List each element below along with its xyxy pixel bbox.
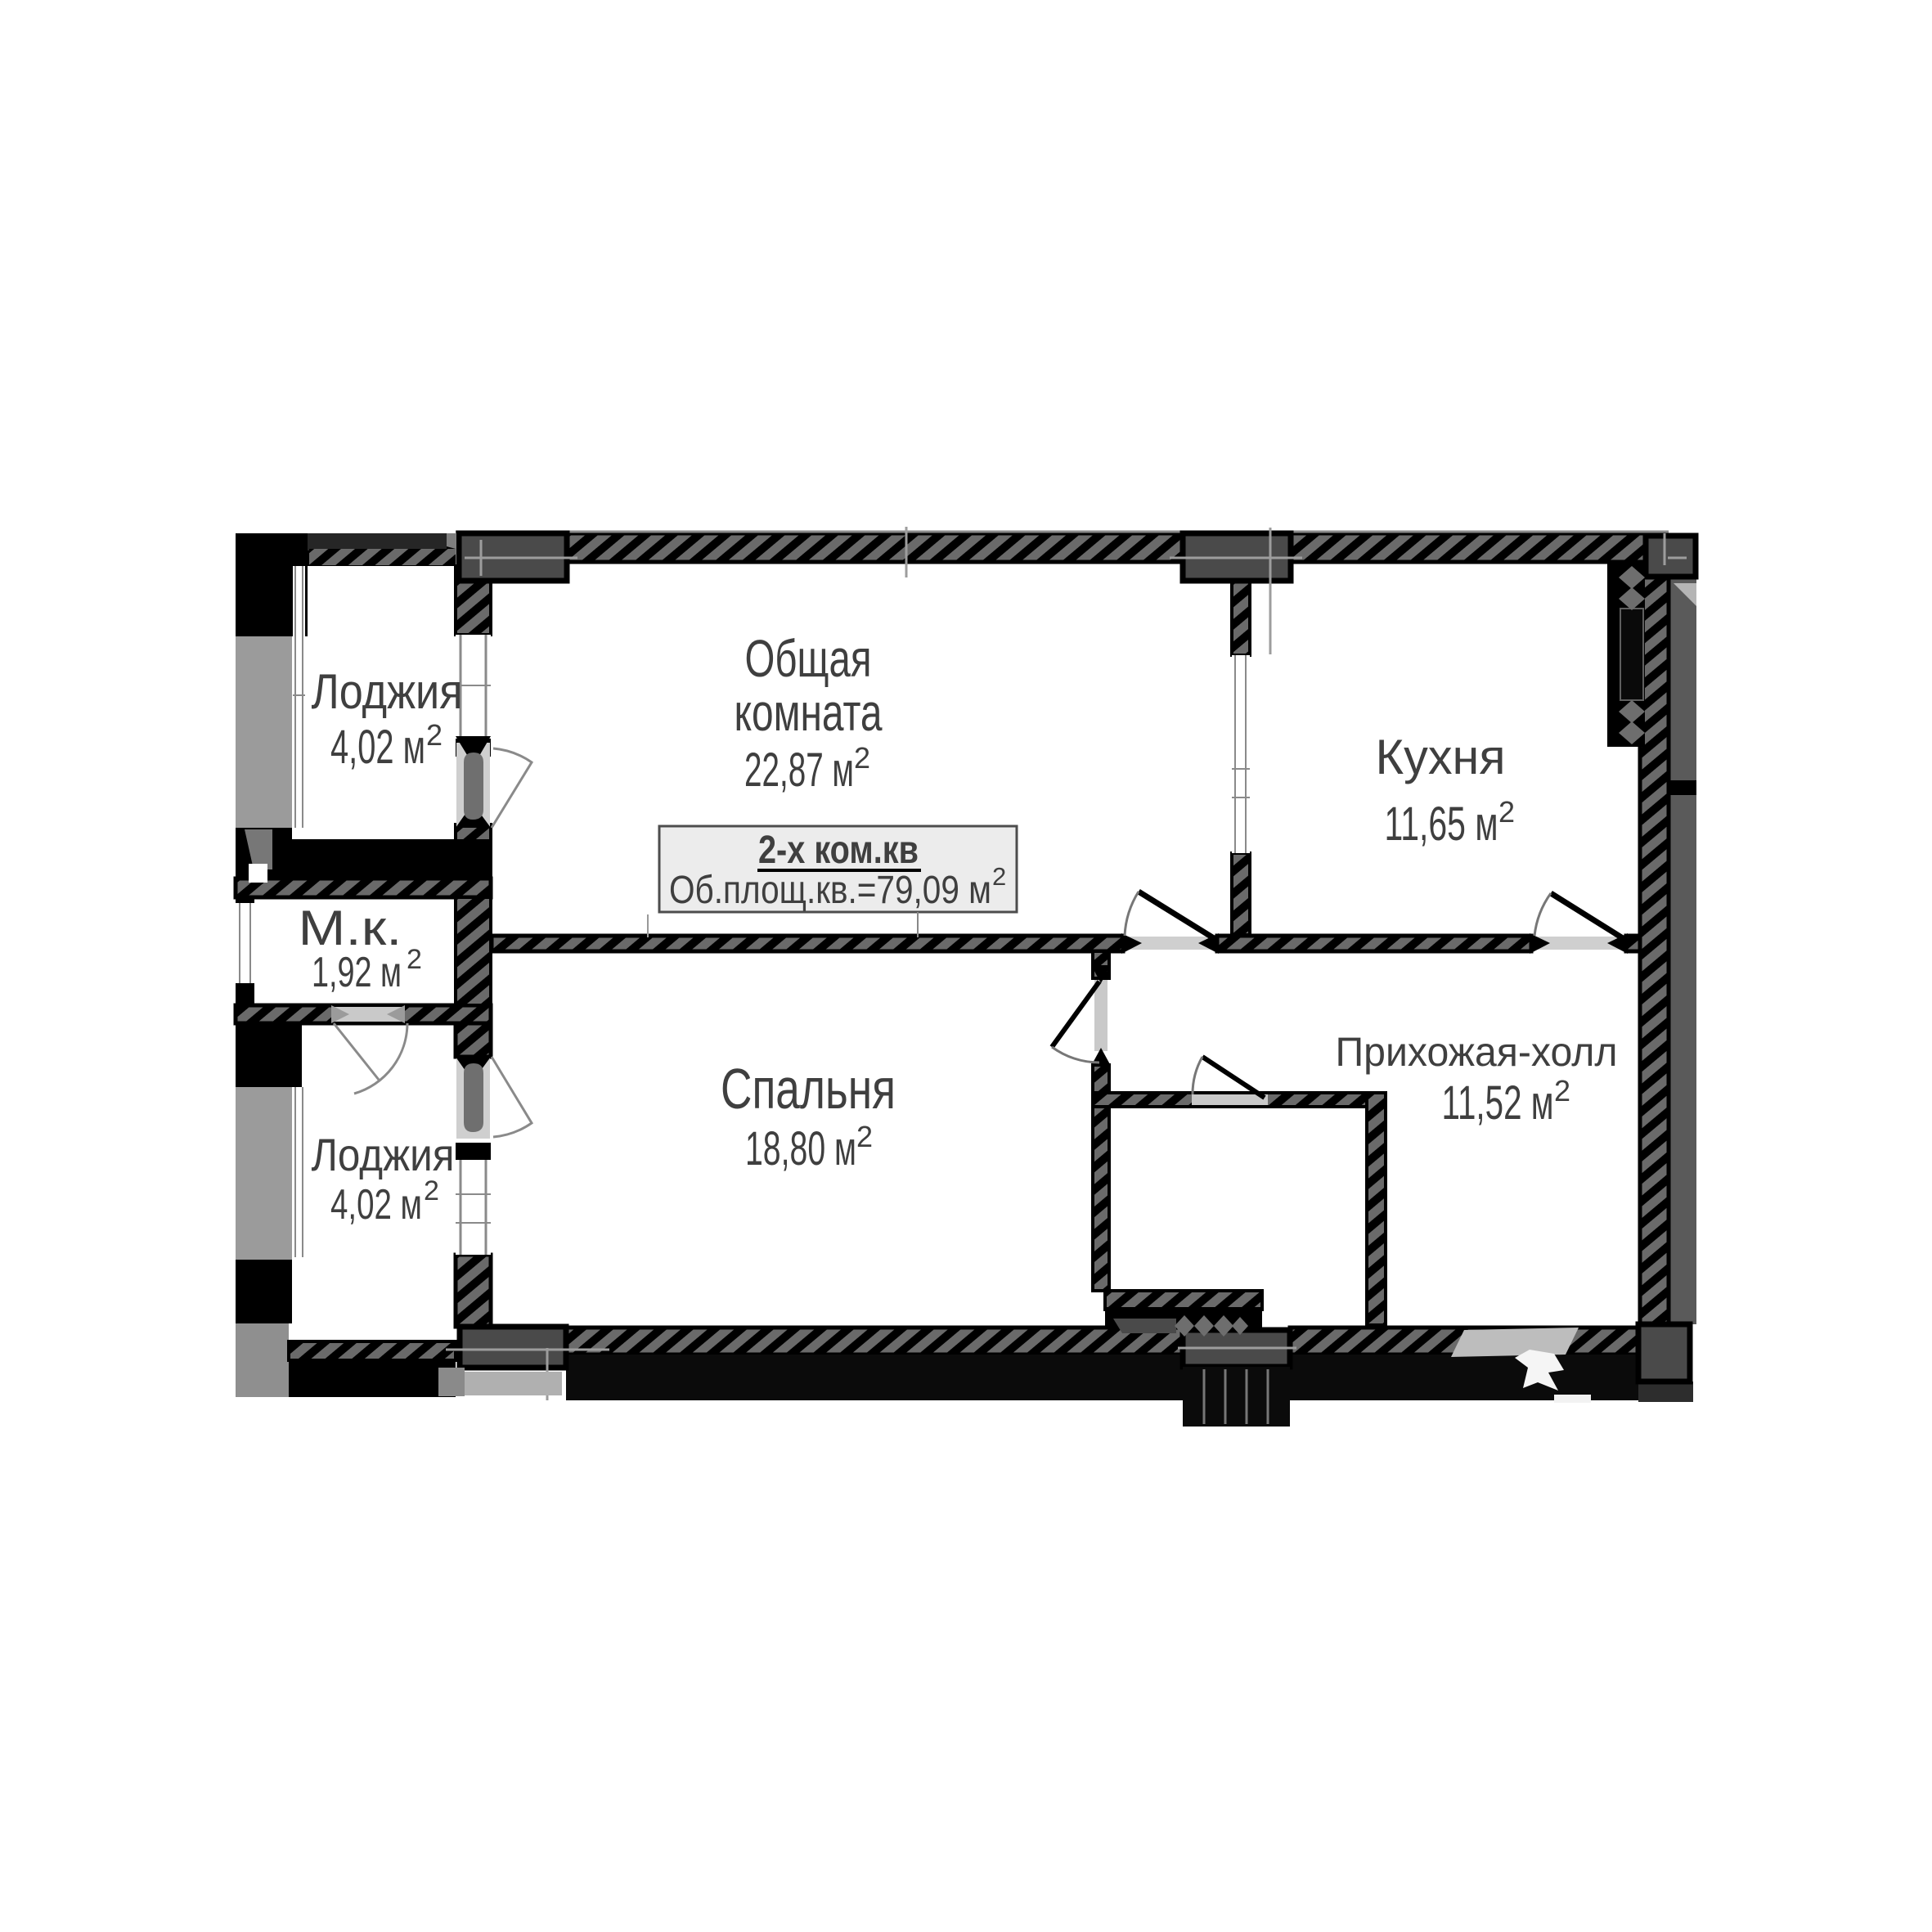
svg-text:2: 2 [854, 741, 870, 775]
svg-text:Спальня: Спальня [721, 1057, 896, 1121]
svg-text:2-х ком.кв: 2-х ком.кв [758, 829, 919, 872]
svg-text:2: 2 [426, 718, 443, 752]
svg-text:Кухня: Кухня [1376, 730, 1506, 784]
svg-text:Прихожая-холл: Прихожая-холл [1336, 1029, 1618, 1075]
svg-text:18,80 м: 18,80 м [745, 1122, 856, 1175]
svg-text:комната: комната [735, 683, 883, 742]
svg-text:2: 2 [424, 1175, 439, 1206]
svg-text:М.к.: М.к. [299, 901, 402, 955]
svg-text:2: 2 [856, 1120, 873, 1153]
svg-text:2: 2 [992, 862, 1006, 891]
svg-text:4,02 м: 4,02 м [330, 1181, 422, 1229]
svg-text:2: 2 [407, 944, 422, 975]
svg-text:Общая: Общая [745, 629, 872, 688]
svg-text:11,52 м: 11,52 м [1442, 1076, 1554, 1130]
svg-text:Об.площ.кв.=79,09 м: Об.площ.кв.=79,09 м [669, 869, 991, 912]
svg-text:2: 2 [1498, 795, 1515, 829]
svg-text:11,65 м: 11,65 м [1385, 798, 1498, 851]
svg-text:4,02 м: 4,02 м [330, 721, 425, 774]
svg-text:22,87 м: 22,87 м [744, 744, 854, 797]
svg-text:2: 2 [1554, 1074, 1570, 1108]
svg-text:Лоджия: Лоджия [312, 1129, 455, 1180]
svg-text:Лоджия: Лоджия [312, 664, 463, 719]
svg-text:1,92 м: 1,92 м [312, 949, 402, 996]
